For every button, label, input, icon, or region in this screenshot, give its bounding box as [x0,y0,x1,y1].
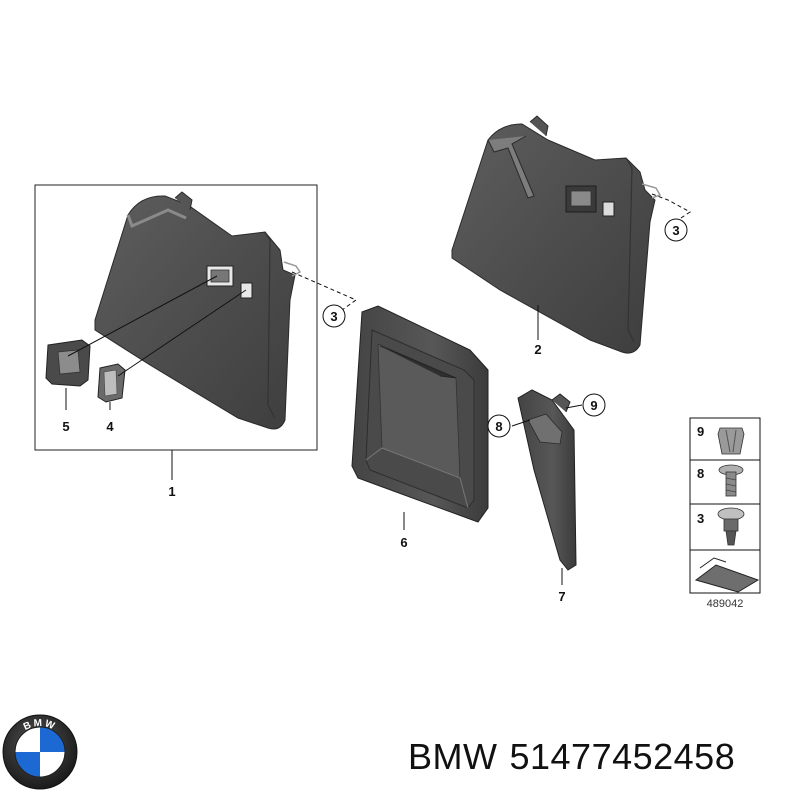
svg-text:BMW: BMW [22,718,58,733]
bmw-logo: BMW [2,714,78,790]
legend-row-9-label: 9 [697,424,704,439]
side-trim-panel-right [451,115,662,354]
insert-part-4 [97,363,126,403]
legend-row-8-label: 8 [697,466,704,481]
callout-2: 2 [534,342,541,357]
diagram-reference-number: 489042 [707,598,744,610]
part-caption: BMW 51477452458 [408,736,747,778]
flat-piece-icon [694,557,760,593]
svg-text:8: 8 [495,419,502,434]
svg-text:3: 3 [672,223,679,238]
callout-7: 7 [558,589,565,604]
part-number: 51477452458 [509,736,736,777]
svg-text:9: 9 [590,398,597,413]
svg-text:3: 3 [330,309,337,324]
callout-6: 6 [400,535,407,550]
group-frame-part-1 [34,184,318,451]
callout-3-left: 3 [322,304,346,328]
callout-9: 9 [582,393,606,417]
brand-name: BMW [408,736,498,777]
callout-1: 1 [168,484,175,499]
clip-icon [717,507,745,546]
screw-icon [718,464,744,497]
callout-5: 5 [62,419,69,434]
pillar-trim-part-7 [517,389,577,571]
callout-3-right: 3 [664,218,688,242]
bezel-part-5 [45,339,91,387]
clip-nut-icon [717,427,745,455]
callout-4: 4 [106,419,114,434]
storage-tray-part-6 [351,305,489,523]
legend-row-3-label: 3 [697,511,704,526]
side-trim-panel-left [94,191,302,430]
callout-8: 8 [487,414,511,438]
fastener-legend: 9 8 3 [689,417,761,594]
